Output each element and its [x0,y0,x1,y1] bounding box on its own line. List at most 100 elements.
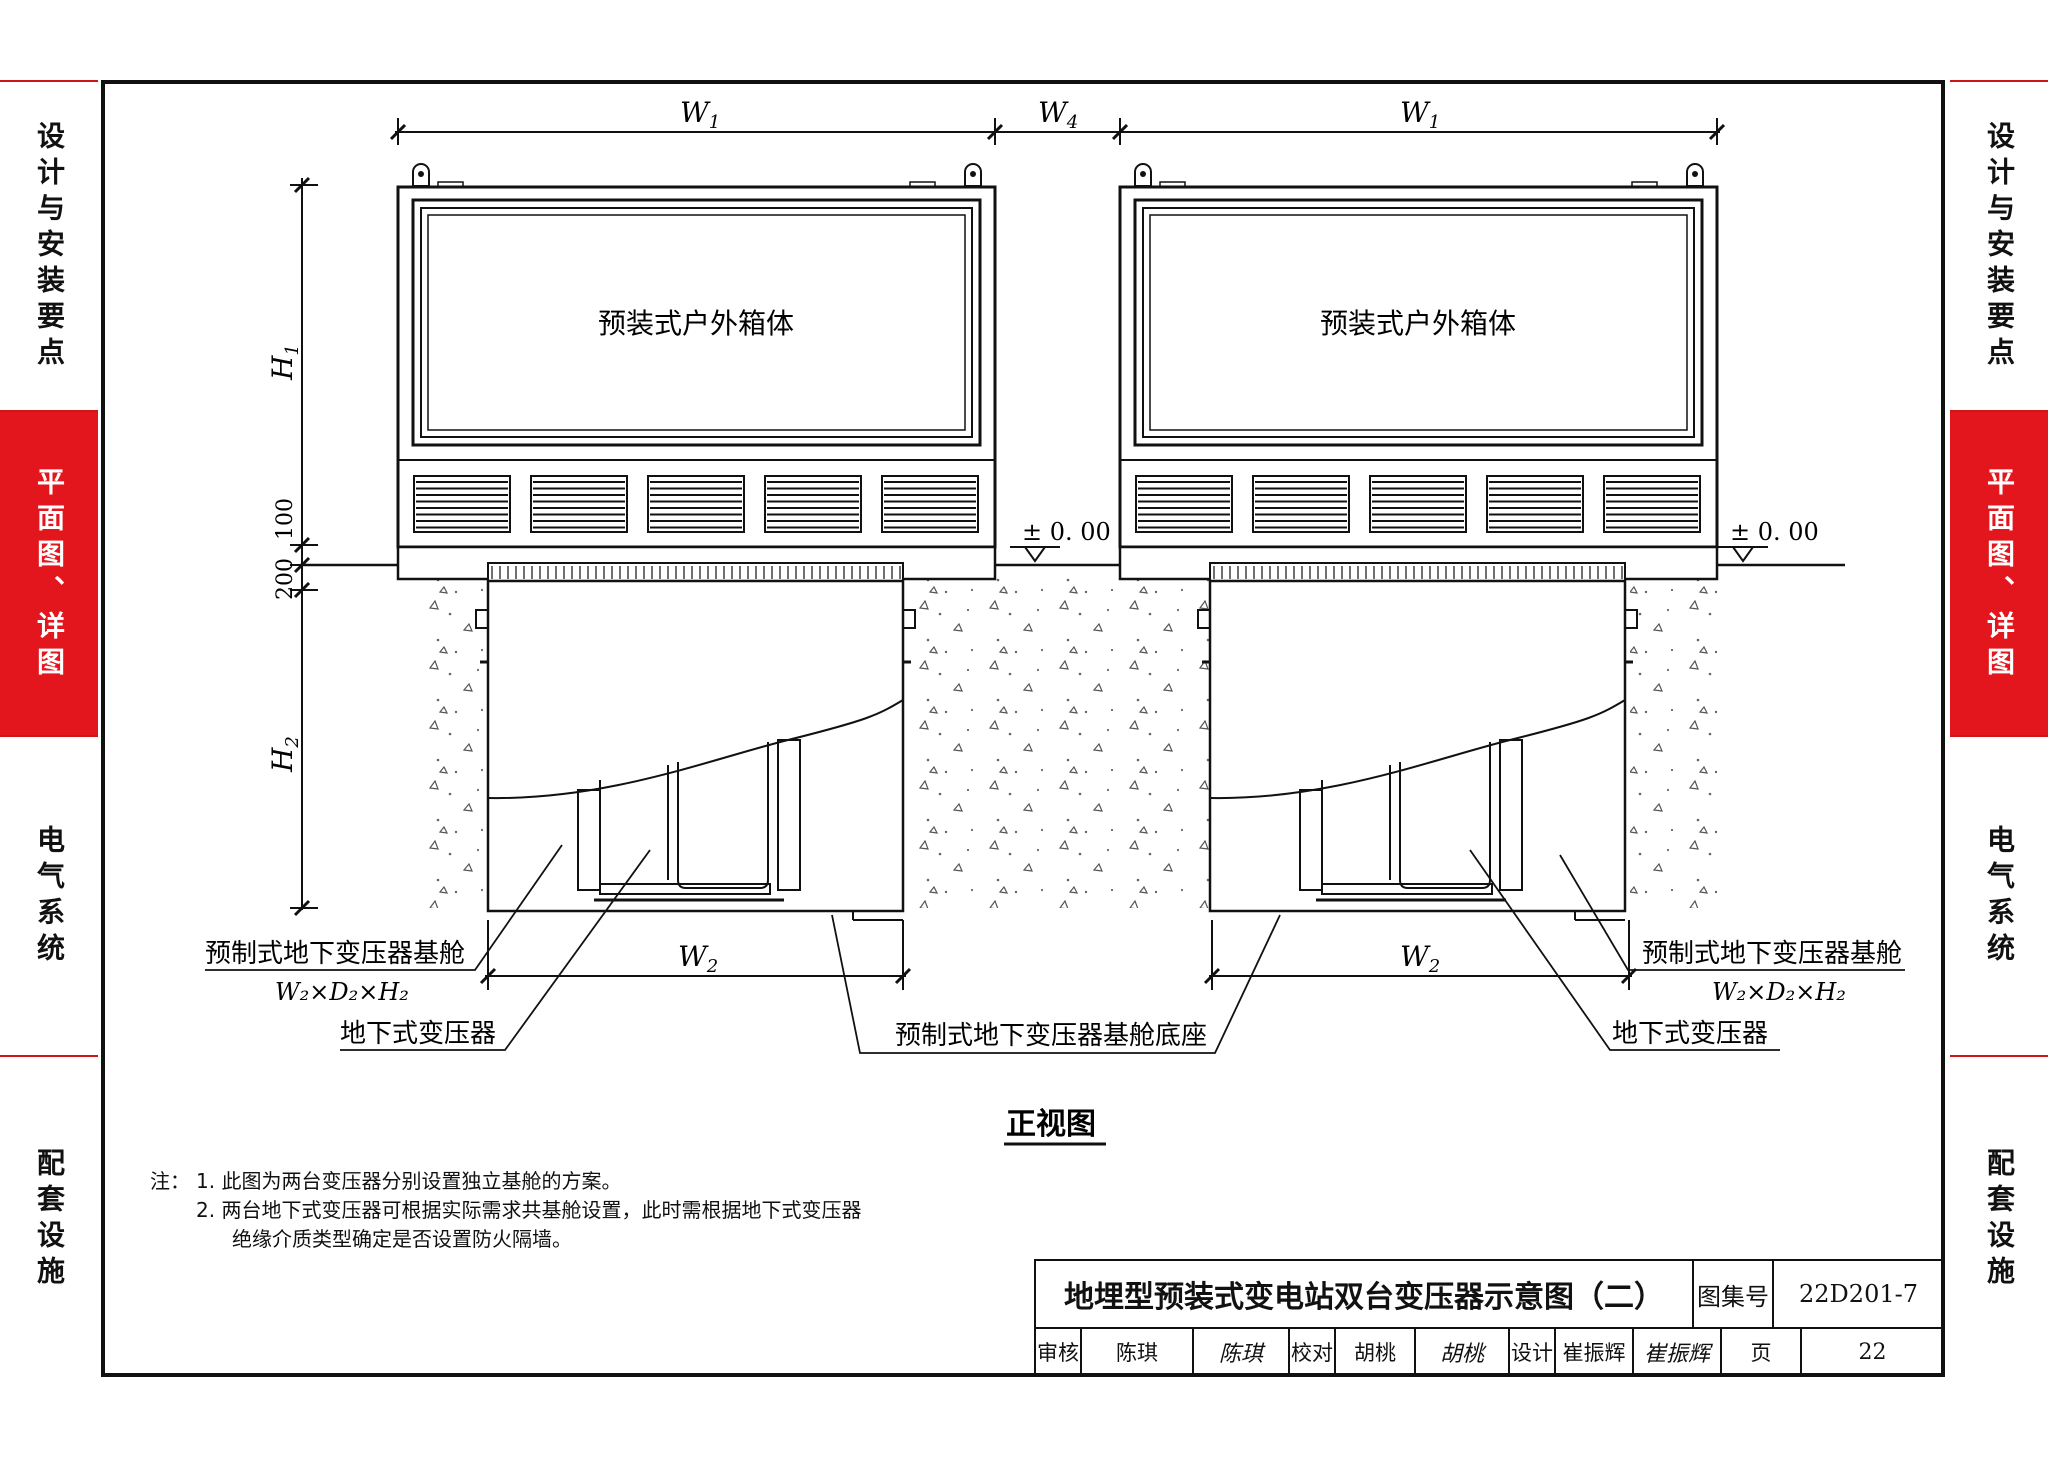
dim-h1: H1 [266,344,303,381]
check-signature: 胡桃 [1439,1342,1484,1367]
review-name: 陈琪 [1116,1341,1158,1365]
outdoor-enclosure [1118,185,1719,549]
page-no-cell: 22 [1800,1327,1945,1377]
callout-transformer-left: 地下式变压器 [340,1019,496,1049]
note-item-3: 绝缘介质类型确定是否设置防火隔墙。 [232,1227,572,1251]
right-tab-design[interactable]: 设计与安装要点 [1950,80,2048,412]
callout-cabin-formula-right: W₂×D₂×H₂ [1712,978,1846,1006]
tab-label: 设计与安装要点 [1983,121,2016,373]
vent-louver-icon [1135,475,1233,533]
drawing-frame [101,80,1945,1377]
check-sign-cell: 胡桃 [1414,1327,1510,1377]
dim-w1-left: W1 [680,96,720,133]
callout-transformer-right: 地下式变压器 [1612,1019,1768,1049]
tab-label: 平面图、详图 [1983,466,2016,683]
tab-label: 配套设施 [33,1147,66,1292]
atlas-label: 图集号 [1697,1282,1769,1311]
dim-200: 200 [273,558,298,600]
left-tab-plan[interactable]: 平面图、详图 [0,410,98,737]
left-tab-facility[interactable]: 配套设施 [0,1055,98,1382]
underground-transformer [577,739,801,902]
title-cell: 地埋型预装式变电站双台变压器示意图（二） [1034,1259,1694,1329]
enclosure-label: 预装式户外箱体 [598,307,794,340]
tab-label: 配套设施 [1983,1147,2016,1292]
right-tab-electric[interactable]: 电气系统 [1950,735,2048,1057]
unit-left: 预装式户外箱体 [396,163,997,921]
design-label: 设计 [1511,1341,1553,1365]
vent-louver-icon [881,475,979,533]
check-name-cell: 胡桃 [1334,1327,1416,1377]
design-signature: 崔振辉 [1643,1342,1710,1367]
vent-louver-icon [413,475,511,533]
lifting-lug-icon [964,163,982,187]
note-item-2: 2. 两台地下式变压器可根据实际需求共基舱设置，此时需根据地下式变压器 [196,1198,862,1222]
leader-lines [205,844,1905,1054]
callout-base: 预制式地下变压器基舱底座 [895,1021,1207,1051]
dim-w1-right: W1 [1400,96,1440,133]
vent-louver-icon [1486,475,1584,533]
lifting-lug-icon [412,163,430,187]
dim-w4: W4 [1038,96,1078,133]
vent-louver-icon [1603,475,1701,533]
left-vertical-dimension [290,176,318,917]
right-tab-facility[interactable]: 配套设施 [1950,1055,2048,1382]
dim-w2-right: W2 [1400,940,1440,977]
vent-louver-icon [764,475,862,533]
view-title: 正视图 [1006,1107,1096,1142]
vent-louver-icon [647,475,745,533]
callout-cabin-formula-left: W₂×D₂×H₂ [275,978,409,1006]
dim-w2-left: W2 [678,940,718,977]
tab-label: 电气系统 [33,825,66,969]
title-block: 地埋型预装式变电站双台变压器示意图（二） 图集号 22D201-7 审核 陈琪 … [1034,1259,1945,1377]
atlas-number: 22D201-7 [1799,1280,1918,1308]
notes-block: 注： 1. 此图为两台变压器分别设置独立基舱的方案。 2. 两台地下式变压器可根… [150,1167,861,1254]
drawing-title: 地埋型预装式变电站双台变压器示意图（二） [1064,1280,1664,1315]
underground-transformer [1299,739,1523,902]
bottom-dimension-right [1203,920,1638,990]
transformer-cabin [1197,562,1638,921]
svg-text:± 0. 00: ± 0. 00 [1730,518,1819,546]
tab-label: 设计与安装要点 [33,121,66,373]
level-mark-left: ± 0. 00 [1010,518,1111,563]
vent-louver-icon [1369,475,1467,533]
review-sign-cell: 陈琪 [1192,1327,1290,1377]
design-sign-cell: 崔振辉 [1632,1327,1722,1377]
design-name: 崔振辉 [1562,1341,1626,1365]
dim-h2: H2 [266,736,303,773]
tab-label: 平面图、详图 [33,466,66,683]
atlas-no-cell: 22D201-7 [1772,1259,1945,1329]
notes-prefix: 注： [150,1169,190,1193]
bottom-dimension-left [479,920,912,990]
soil-hatch [420,578,1720,908]
review-signature: 陈琪 [1218,1342,1263,1367]
review-label: 审核 [1037,1341,1079,1365]
check-label: 校对 [1291,1341,1333,1365]
design-name-cell: 崔振辉 [1554,1327,1634,1377]
svg-text:± 0. 00: ± 0. 00 [1022,518,1111,546]
atlas-label-cell: 图集号 [1692,1259,1774,1329]
review-name-cell: 陈琪 [1080,1327,1194,1377]
level-mark-right: ± 0. 00 [1718,518,1819,563]
callout-cabin-left: 预制式地下变压器基舱 [205,939,465,969]
vent-louver-icon [1252,475,1350,533]
page-label-cell: 页 [1720,1327,1802,1377]
design-label-cell: 设计 [1508,1327,1556,1377]
lifting-lug-icon [1686,163,1704,187]
page-label: 页 [1750,1341,1772,1365]
left-tab-electric[interactable]: 电气系统 [0,735,98,1057]
tab-label: 电气系统 [1983,825,2016,969]
lifting-lug-icon [1134,163,1152,187]
outdoor-enclosure [396,185,997,549]
check-name: 胡桃 [1354,1341,1396,1365]
unit-right: 预装式户外箱体 [1118,163,1719,921]
transformer-cabin [475,562,916,921]
check-label-cell: 校对 [1288,1327,1336,1377]
page-number: 22 [1858,1339,1887,1365]
left-tab-design[interactable]: 设计与安装要点 [0,80,98,412]
vent-louver-icon [530,475,628,533]
top-dimension [389,118,1726,145]
dim-100: 100 [273,498,298,540]
right-tab-plan[interactable]: 平面图、详图 [1950,410,2048,737]
callout-cabin-right: 预制式地下变压器基舱 [1642,939,1902,969]
